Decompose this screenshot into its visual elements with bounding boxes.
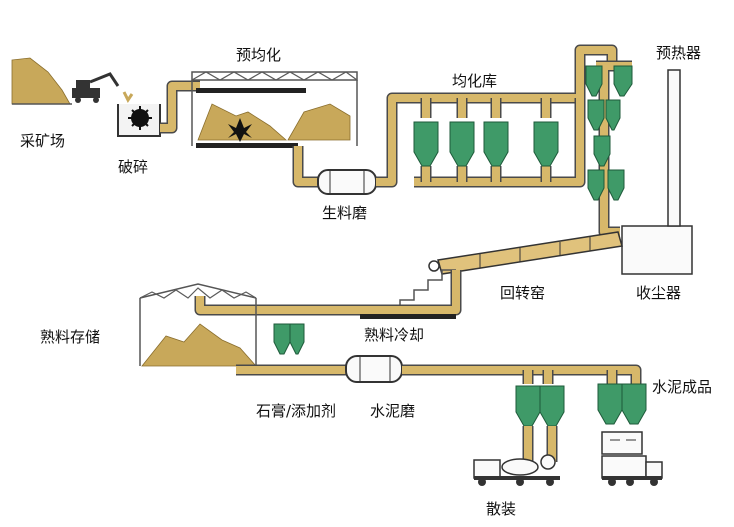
label-dust-collector: 收尘器 — [636, 284, 681, 302]
crusher-machine — [117, 91, 161, 137]
label-crusher: 破碎 — [118, 158, 148, 176]
label-cement-mill: 水泥磨 — [370, 402, 415, 420]
rotary-kiln — [428, 231, 623, 275]
label-clinker-storage: 熟料存储 — [40, 328, 100, 346]
raw-mill-drum — [317, 169, 377, 195]
label-homogenization-silos: 均化库 — [452, 72, 497, 90]
bulk-tanker-truck-icon — [473, 454, 560, 486]
label-preheater: 预热器 — [656, 44, 701, 62]
dust-collector — [621, 69, 693, 275]
label-prehomogenization: 预均化 — [236, 46, 281, 64]
quarry-mound — [11, 57, 72, 105]
label-quarry: 采矿场 — [20, 132, 65, 150]
bagged-cement-truck-icon — [601, 455, 663, 486]
label-rotary-kiln: 回转窑 — [500, 284, 545, 302]
preheater-tower — [585, 60, 633, 238]
excavator-icon — [72, 72, 120, 103]
prehomogenization-shed — [191, 71, 358, 148]
label-raw-mill: 生料磨 — [322, 204, 367, 222]
gypsum-additive-silos — [273, 323, 305, 355]
label-finished-cement: 水泥成品 — [652, 378, 712, 396]
homogenization-silos — [413, 98, 560, 188]
label-clinker-cooling: 熟料冷却 — [364, 326, 424, 344]
label-bulk-loading: 散装 — [486, 500, 516, 518]
finished-cement-silos — [515, 383, 647, 462]
label-gypsum-additive: 石膏/添加剂 — [256, 402, 336, 420]
clinker-cooler — [194, 269, 462, 319]
cement-mill-drum — [345, 355, 403, 383]
